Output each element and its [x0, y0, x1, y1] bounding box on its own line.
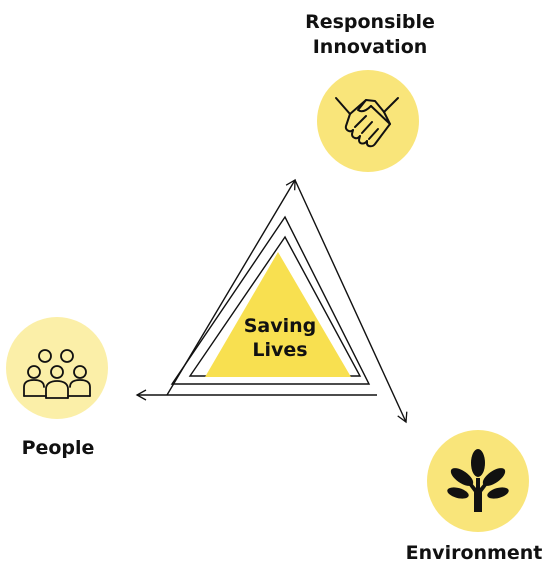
responsible-innovation-label-line2: Innovation — [312, 36, 428, 58]
people-label: People — [21, 437, 95, 459]
people-group-icon — [23, 349, 91, 399]
saving-lives-triangle — [205, 252, 351, 377]
outer-triangle — [170, 215, 371, 385]
arrow-to-environment — [294, 179, 408, 424]
responsible-innovation-label-line1: Responsible — [305, 11, 435, 33]
environment-label: Environment — [405, 542, 543, 564]
saving-lives-line1: Saving — [243, 315, 317, 337]
tree-icon — [447, 449, 509, 512]
responsible-innovation-label: Responsible Innovation — [290, 10, 450, 60]
handshake-icon — [335, 97, 399, 148]
people-circle — [6, 317, 108, 419]
saving-lives-line2: Lives — [252, 339, 308, 361]
responsible-innovation-circle — [317, 70, 419, 172]
saving-lives-label: Saving Lives — [225, 314, 335, 362]
